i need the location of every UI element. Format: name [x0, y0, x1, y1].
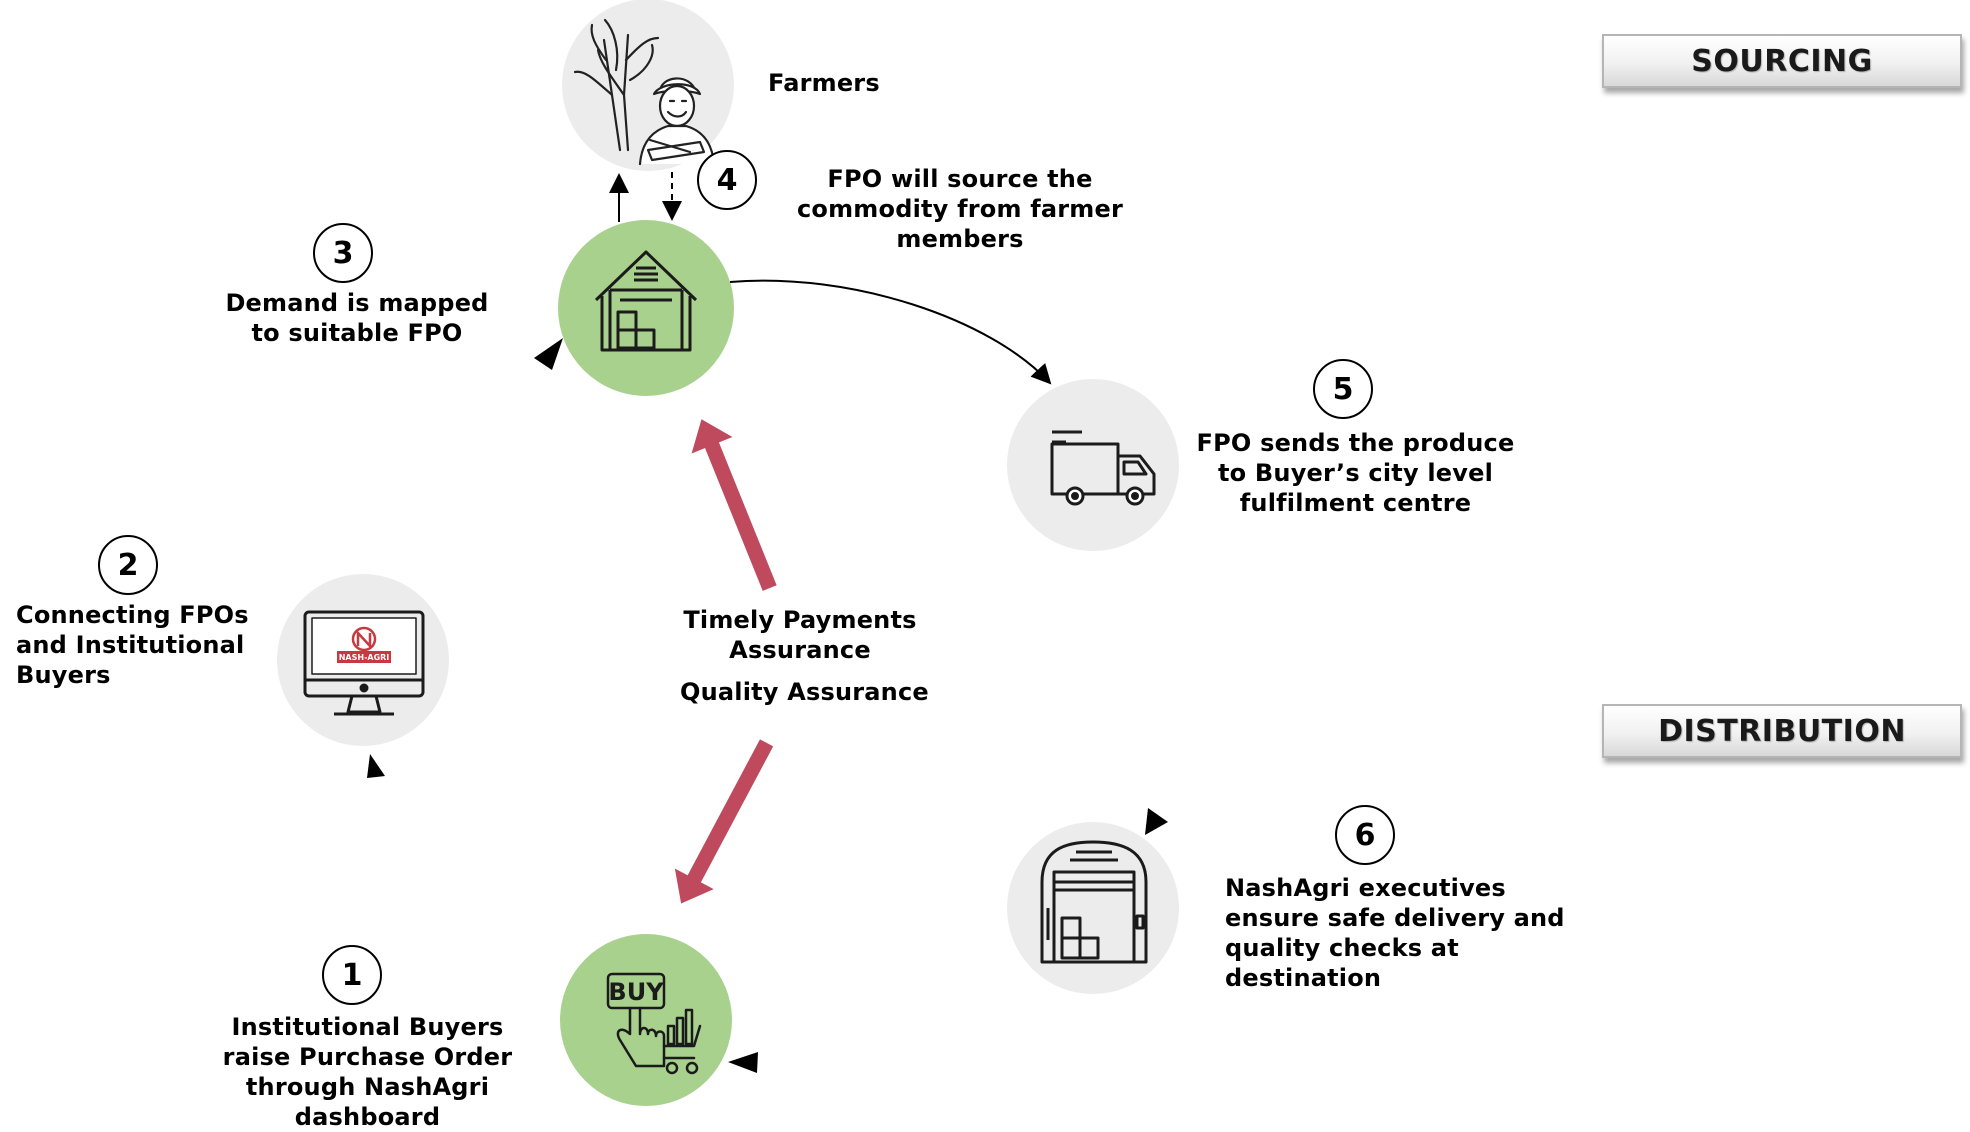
cycle-pointer-fulfilment [1145, 808, 1168, 835]
sourcing-badge: SOURCING [1602, 34, 1962, 88]
truck-node [1007, 379, 1179, 551]
cycle-pointer-fpo [534, 338, 563, 370]
fulfilment-node [1007, 822, 1179, 994]
step-4-description: FPO will source the commodity from farme… [796, 165, 1124, 253]
step-5-description: FPO sends the produce to Buyer’s city le… [1196, 429, 1515, 517]
step-6-description: NashAgri executives ensure safe delivery… [1225, 874, 1565, 992]
logo-text: NASH-AGRI [339, 653, 390, 662]
assurance-arrow-down [674, 739, 774, 904]
warehouse-icon [594, 250, 698, 352]
step-2-description: Connecting FPOs and Institutional Buyers [16, 601, 249, 689]
quality-assurance-label: Quality Assurance [680, 678, 929, 706]
farmers-label: Farmers [768, 69, 880, 97]
step-number-4: 4 [697, 150, 757, 210]
delivery-truck-icon [1050, 430, 1156, 506]
fpo-node [558, 220, 734, 396]
step-number-5: 5 [1313, 359, 1373, 419]
step-number-1: 1 [322, 945, 382, 1005]
timely-payments-assurance-label: Timely Payments Assurance [683, 606, 917, 664]
distribution-badge: DISTRIBUTION [1602, 704, 1962, 758]
buy-cart-icon: BUY [606, 972, 702, 1075]
step-number-6: 6 [1335, 805, 1395, 865]
step-number-2: 2 [98, 535, 158, 595]
farmer-with-sugarcane-icon [573, 18, 716, 166]
step-1-description: Institutional Buyers raise Purchase Orde… [222, 1013, 513, 1131]
arrow-fpo-to-truck [729, 279, 1052, 385]
nash-agri-logo: NASH-AGRI [337, 626, 391, 663]
fulfilment-centre-icon [1040, 840, 1148, 964]
cycle-pointer-buyer [728, 1052, 758, 1073]
buy-text: BUY [608, 978, 664, 1006]
step-number-3: 3 [313, 223, 373, 283]
assurance-arrow-up [691, 419, 777, 591]
buyer-node [560, 934, 732, 1106]
step-3-description: Demand is mapped to suitable FPO [225, 289, 489, 347]
cycle-pointer-monitor [367, 754, 385, 778]
